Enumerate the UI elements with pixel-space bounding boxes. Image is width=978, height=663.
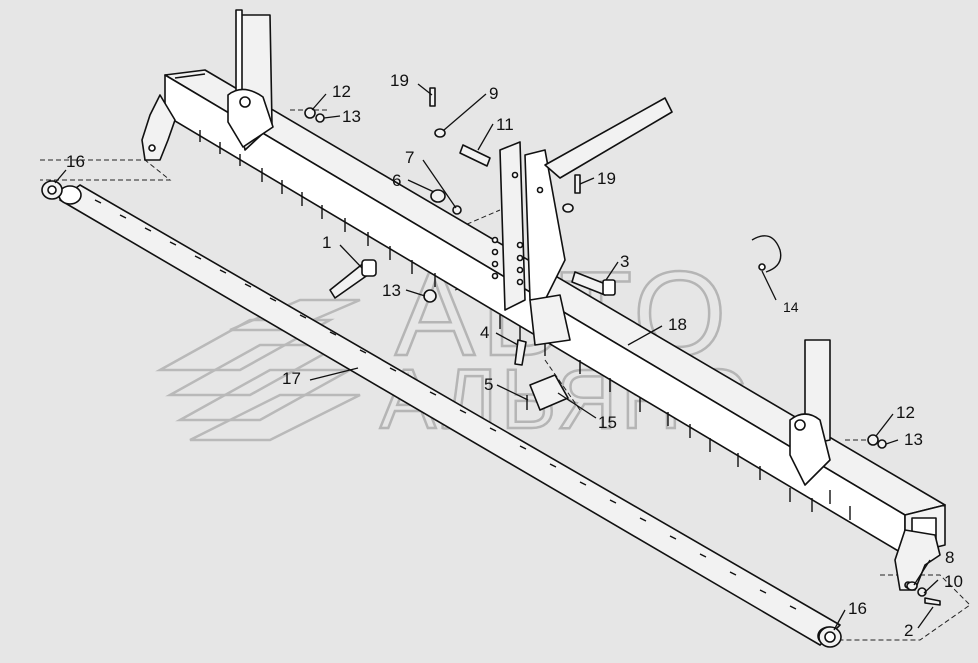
pin-4 (514, 339, 527, 366)
callout-15: 15 (598, 413, 617, 432)
callout-5: 5 (484, 375, 493, 394)
beam-teeth (199, 130, 851, 520)
callout-10: 10 (944, 572, 963, 591)
bolt-3 (571, 271, 616, 296)
callout-14: 14 (783, 299, 799, 315)
snap-ring-14 (751, 235, 782, 273)
hitch-holes (491, 171, 544, 286)
callout-16-right: 16 (848, 599, 867, 618)
callout-7: 7 (405, 148, 414, 167)
callout-2: 2 (904, 621, 913, 640)
left-end-bracket (141, 94, 176, 161)
callout-13-right: 13 (904, 430, 923, 449)
right-end-bracket (894, 529, 941, 591)
bracket-15 (526, 374, 569, 411)
bolt-1 (329, 259, 377, 299)
bushing-left (41, 180, 63, 200)
callout-12-right: 12 (896, 403, 915, 422)
small-hardware (304, 87, 941, 606)
callout-labels: 1 2 3 4 5 6 7 8 9 10 11 12 12 13 13 13 1… (66, 71, 963, 640)
callout-16-left: 16 (66, 152, 85, 171)
leader-lines (54, 83, 939, 631)
callout-12-left: 12 (332, 82, 351, 101)
callout-13-center: 13 (382, 281, 401, 300)
callout-3: 3 (620, 252, 629, 271)
tube-slots (94, 199, 797, 610)
callout-6: 6 (392, 171, 401, 190)
callout-4: 4 (480, 323, 489, 342)
callout-1: 1 (322, 233, 331, 252)
watermark-emblem (155, 298, 361, 442)
callout-13-left: 13 (342, 107, 361, 126)
callout-9: 9 (489, 84, 498, 103)
callout-17: 17 (282, 369, 301, 388)
left-upright-bracket (227, 9, 274, 151)
callout-11: 11 (496, 115, 514, 134)
callout-19-right: 19 (597, 169, 616, 188)
central-hitch (491, 97, 673, 346)
callout-19-left: 19 (390, 71, 409, 90)
pin-11 (459, 144, 491, 167)
bushing-right (818, 626, 842, 648)
right-upright-bracket (789, 339, 831, 486)
callout-18: 18 (668, 315, 687, 334)
callout-8: 8 (945, 548, 954, 567)
